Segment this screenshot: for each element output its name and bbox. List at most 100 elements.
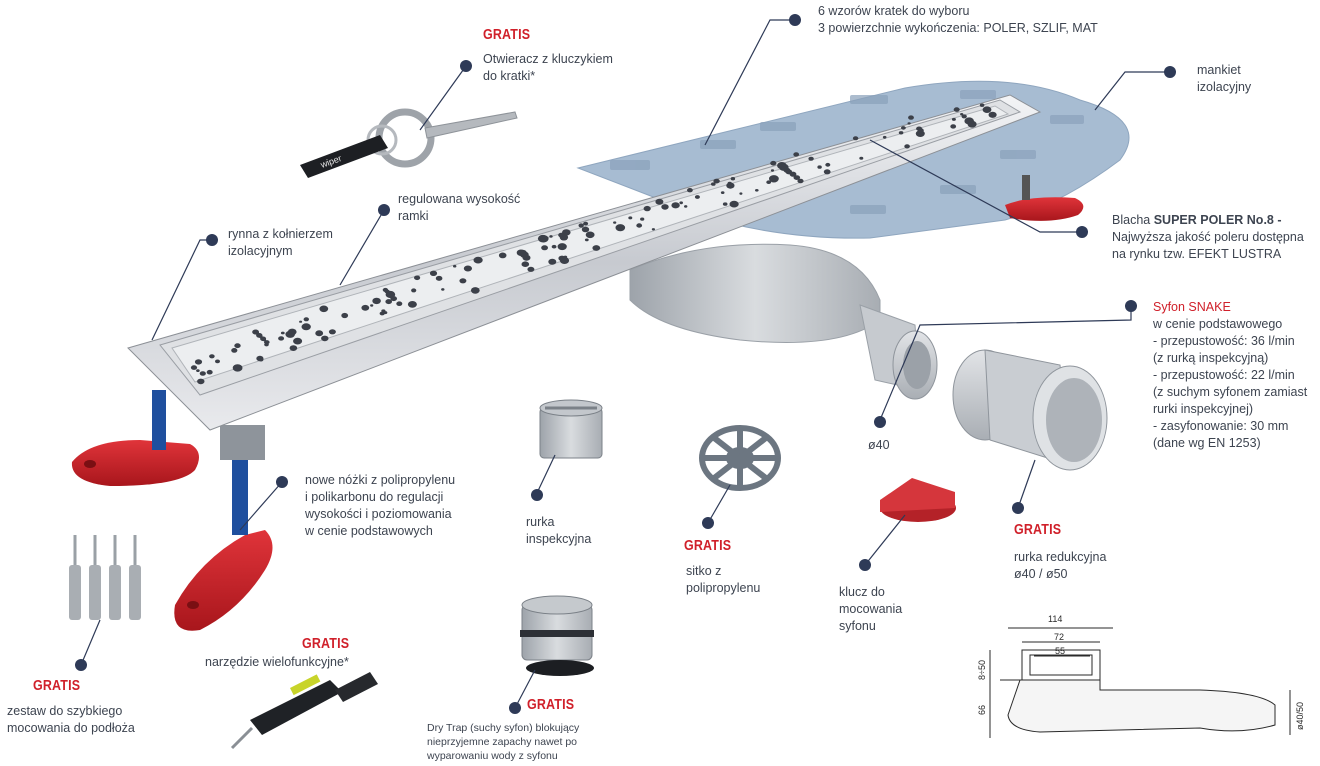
grate-hole (453, 264, 457, 268)
dim-width-mid: 72 (1054, 632, 1064, 642)
grate-hole (563, 255, 568, 259)
gratis-label-drytrap: GRATIS (527, 697, 575, 713)
grate-hole (713, 178, 720, 184)
grate-hole (559, 234, 569, 241)
grate-hole (520, 251, 529, 258)
grate-hole (766, 180, 772, 184)
grate-hole (341, 312, 349, 319)
grate-hole (435, 275, 443, 281)
fixing-kit (69, 535, 141, 620)
grate-hole (278, 336, 285, 341)
grate-hole (194, 359, 203, 365)
gratis-label-strainer: GRATIS (684, 538, 732, 554)
grate-hole (206, 369, 213, 375)
grate-hole (385, 290, 396, 299)
grate-hole (655, 198, 664, 205)
grate-hole (551, 244, 557, 249)
grate-hole (960, 113, 964, 116)
grate-hole (293, 337, 303, 345)
dry-trap (520, 595, 594, 676)
grate-hole (651, 228, 656, 231)
drain-channel (127, 94, 1042, 431)
grate-hole (280, 331, 285, 335)
callout-dots (75, 14, 1176, 714)
grate-hole (584, 238, 589, 242)
grate-hole (578, 223, 584, 228)
grate-hole (908, 115, 914, 120)
grate-hole (541, 245, 548, 251)
grate-hole (234, 343, 241, 349)
grate-hole (190, 365, 198, 370)
dim-height-adjust: 8÷50 (977, 660, 987, 680)
gratis-label-tool: GRATIS (302, 636, 350, 652)
grate-hole (898, 131, 904, 135)
grate-hole (988, 111, 997, 118)
grate-hole (548, 258, 557, 265)
grate-hole (770, 160, 777, 166)
grate-hole (643, 205, 651, 212)
grate-hole (979, 103, 985, 107)
grate-hole (797, 178, 804, 184)
callout-tool: narzędzie wielofunkcyjne* (205, 655, 349, 669)
grate-hole (720, 191, 725, 195)
grate-hole (823, 169, 831, 175)
grate-hole (321, 335, 329, 342)
grate-hole (901, 126, 906, 130)
grate-hole (289, 345, 298, 351)
grate-hole (726, 182, 735, 189)
grate-hole (711, 182, 716, 186)
grate-hole (785, 169, 793, 175)
grate-hole (407, 301, 417, 308)
grate-hole (964, 117, 974, 125)
grate-hole (537, 234, 548, 243)
grate-hole (429, 270, 438, 276)
grate-hole (694, 195, 700, 199)
grate-hole (684, 205, 688, 208)
grate-hole (301, 323, 311, 331)
grate-hole (463, 265, 472, 272)
grate-hole (199, 371, 206, 376)
grate-hole (287, 328, 297, 336)
grate-hole (951, 117, 956, 121)
grate-hole (319, 305, 329, 313)
grate-hole (770, 169, 775, 172)
grate-hole (581, 226, 590, 233)
grate-hole (793, 152, 800, 157)
technical-drawing (989, 627, 1291, 738)
grate-hole (385, 299, 393, 305)
grate-hole (687, 188, 693, 193)
grate-hole (396, 301, 403, 307)
grate-hole (808, 156, 814, 161)
grate-hole (615, 224, 626, 232)
grate-hole (739, 192, 743, 195)
grate-hole (473, 256, 483, 264)
callout-drytrap: Dry Trap (suchy syfon) blokujący nieprzy… (427, 722, 580, 762)
grate-hole (985, 108, 990, 112)
strainer (699, 425, 781, 491)
leg-pad-back (1005, 175, 1084, 221)
siphon-key (880, 478, 956, 522)
grate-hole (264, 342, 269, 347)
grate-hole (769, 175, 779, 183)
grate-hole (671, 202, 680, 209)
grate-hole (907, 122, 911, 125)
grate-hole (882, 135, 887, 139)
dim-width-total: 114 (1048, 614, 1062, 624)
inspection-pipe (539, 399, 603, 459)
grate-hole (299, 320, 303, 323)
grate-hole (953, 107, 960, 112)
grate-hole (730, 177, 736, 181)
grate-hole (592, 245, 601, 251)
grate-hole (372, 299, 379, 304)
callout-legs: nowe nóżki z polipropylenu i polikarbonu… (305, 473, 456, 538)
grate-hole (379, 311, 385, 316)
callout-key: klucz do mocowania syfonu (839, 585, 903, 633)
callout-outlet: ø40 (868, 438, 890, 452)
grate-hole (661, 204, 669, 210)
